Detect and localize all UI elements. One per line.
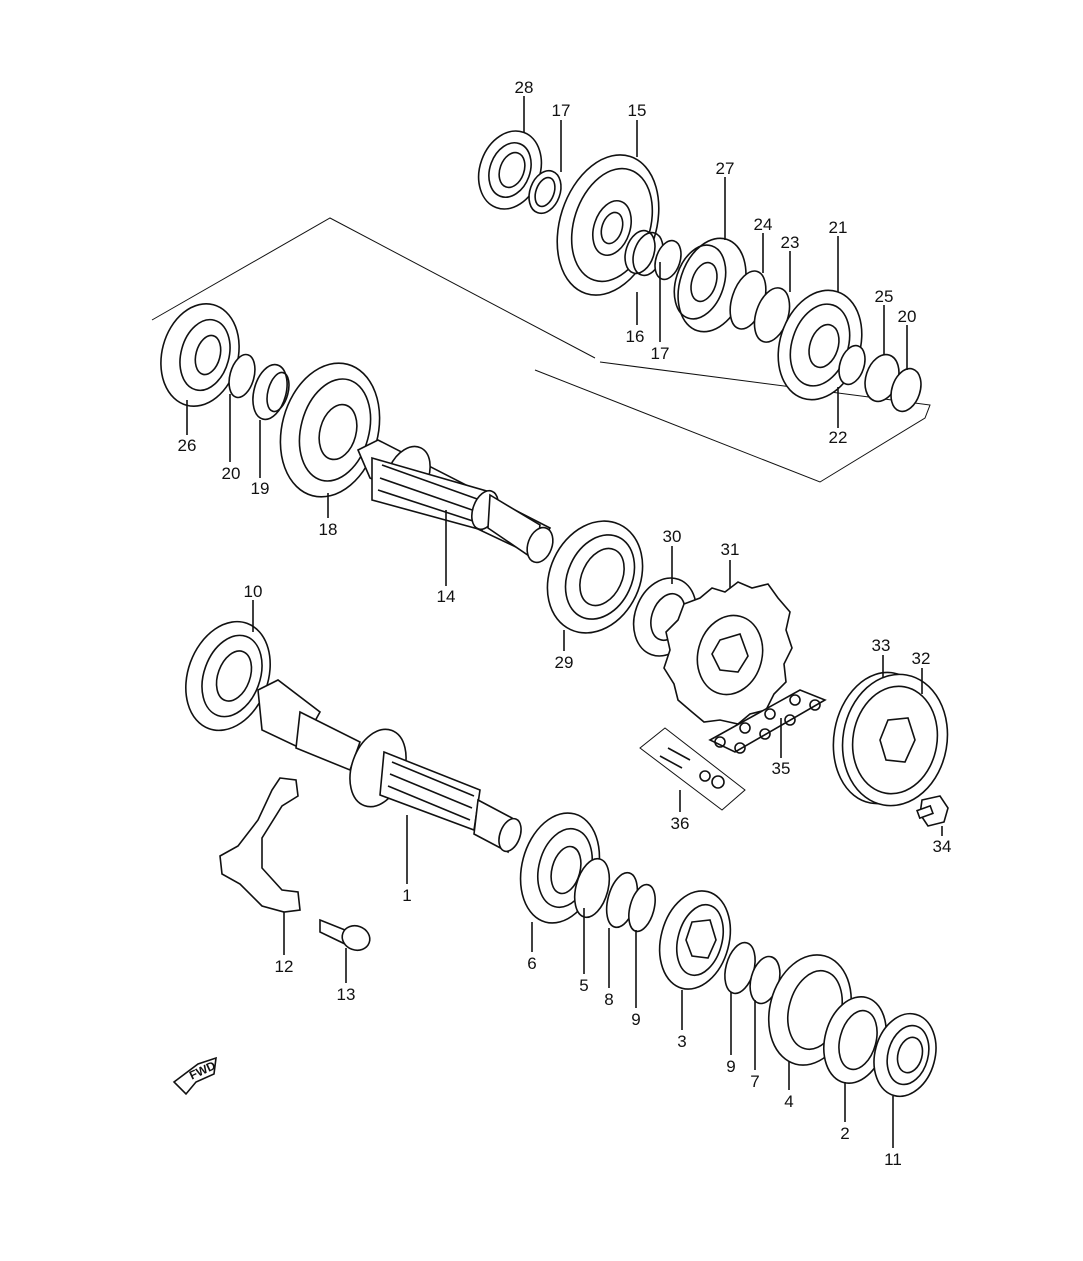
leader-lines xyxy=(186,96,943,1148)
label-part-32: 32 xyxy=(912,649,931,668)
label-part-27: 27 xyxy=(716,159,735,178)
label-part-2: 2 xyxy=(840,1124,849,1143)
label-part-34: 34 xyxy=(933,837,952,856)
label-part-3: 3 xyxy=(677,1032,686,1051)
bearing-29 xyxy=(546,520,644,634)
label-part-25: 25 xyxy=(875,287,894,306)
label-part-15: 15 xyxy=(628,101,647,120)
drive-cover-33-32 xyxy=(832,671,949,807)
washer-17-top xyxy=(528,169,562,215)
chain-35 xyxy=(708,689,827,754)
label-part-22: 22 xyxy=(829,428,848,447)
label-part-23: 23 xyxy=(781,233,800,252)
washer-19 xyxy=(252,363,290,421)
plate-12 xyxy=(219,777,301,913)
label-part-10: 10 xyxy=(244,582,263,601)
label-part-6: 6 xyxy=(527,954,536,973)
gear-2 xyxy=(823,995,887,1085)
bearing-10 xyxy=(185,620,271,732)
label-part-9-left: 9 xyxy=(631,1010,640,1029)
label-part-24: 24 xyxy=(754,215,773,234)
gear-3 xyxy=(658,890,732,990)
label-part-13: 13 xyxy=(337,985,356,1004)
label-part-29: 29 xyxy=(555,653,574,672)
label-part-20-left: 20 xyxy=(222,464,241,483)
bearing-11 xyxy=(873,1012,937,1098)
bolt-13 xyxy=(319,918,371,952)
label-part-30: 30 xyxy=(663,527,682,546)
countershaft-group-outline xyxy=(151,217,596,359)
mainshaft-1 xyxy=(257,679,522,854)
label-part-5: 5 xyxy=(579,976,588,995)
label-part-28: 28 xyxy=(515,78,534,97)
label-part-7: 7 xyxy=(750,1072,759,1091)
bolt-34 xyxy=(916,795,949,827)
label-part-16: 16 xyxy=(626,327,645,346)
label-part-4: 4 xyxy=(784,1092,793,1111)
label-part-12: 12 xyxy=(275,957,294,976)
circlip-20-right xyxy=(890,367,922,413)
label-part-20-right: 20 xyxy=(898,307,917,326)
label-part-18: 18 xyxy=(319,520,338,539)
label-part-19: 19 xyxy=(251,479,270,498)
part-labels: 28 17 15 27 24 21 23 25 20 16 17 22 26 2… xyxy=(178,78,952,1169)
bushing-22 xyxy=(838,344,866,386)
fwd-arrow-icon: FWD xyxy=(172,1056,218,1096)
label-part-9-right: 9 xyxy=(726,1057,735,1076)
circlip-20-left xyxy=(228,353,256,399)
gear-27 xyxy=(673,237,747,333)
label-part-26: 26 xyxy=(178,436,197,455)
label-part-31: 31 xyxy=(721,540,740,559)
label-part-36: 36 xyxy=(671,814,690,833)
countershaft-14 xyxy=(356,439,554,564)
chain-joint-36 xyxy=(639,727,746,811)
label-part-21: 21 xyxy=(829,218,848,237)
label-part-8: 8 xyxy=(604,990,613,1009)
label-part-33: 33 xyxy=(872,636,891,655)
label-part-11: 11 xyxy=(884,1150,902,1169)
label-part-17-top: 17 xyxy=(552,101,571,120)
label-part-17-mid: 17 xyxy=(651,344,670,363)
label-part-35: 35 xyxy=(772,759,791,778)
label-part-1: 1 xyxy=(402,886,411,905)
washer-17-mid xyxy=(654,239,682,281)
label-part-14: 14 xyxy=(437,587,456,606)
